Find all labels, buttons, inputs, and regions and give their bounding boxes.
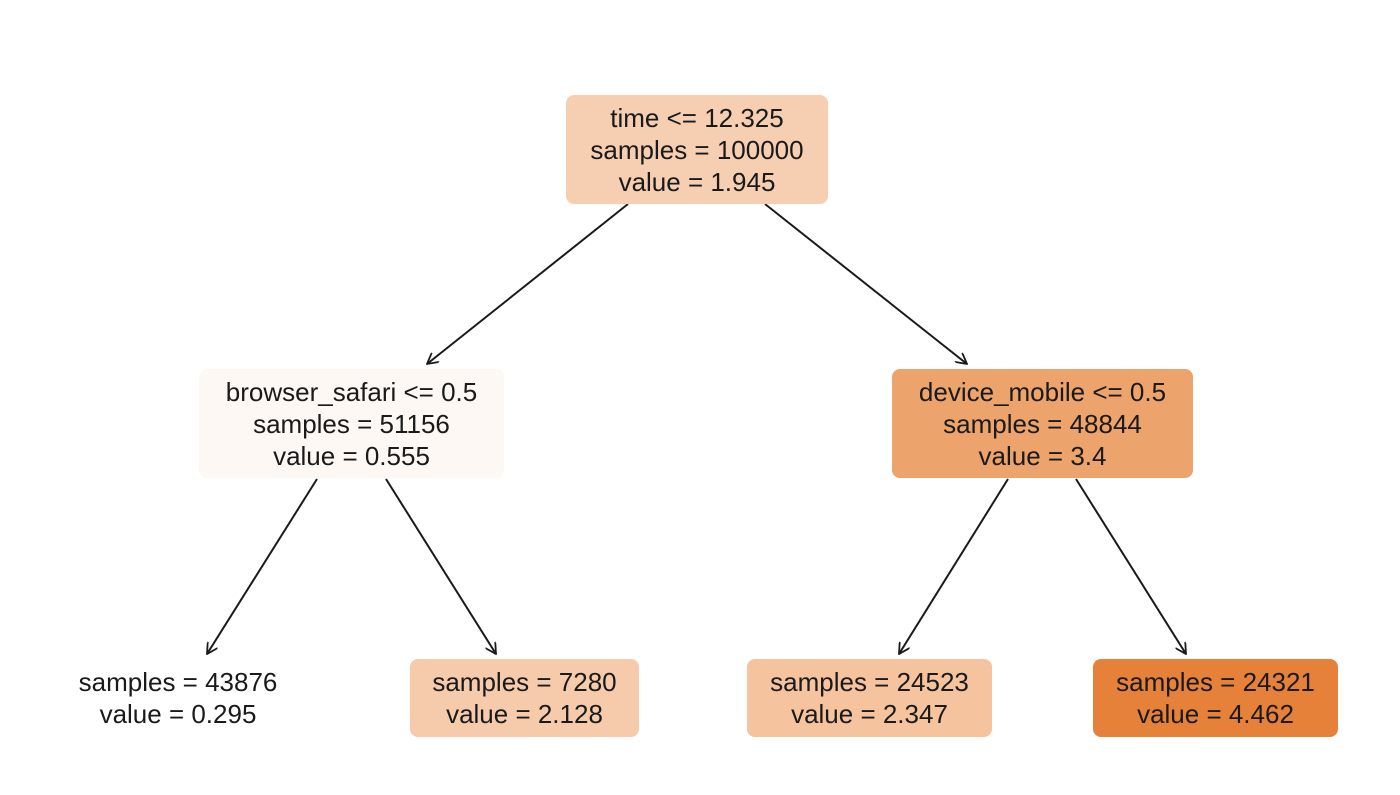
tree-leaf-left-right: samples = 7280 value = 2.128 bbox=[410, 659, 639, 737]
edge-right-rr bbox=[1075, 478, 1186, 654]
node-samples: samples = 24321 bbox=[1116, 667, 1315, 697]
node-samples: samples = 51156 bbox=[253, 408, 450, 439]
node-value: value = 2.128 bbox=[446, 699, 603, 729]
node-split-condition: device_mobile <= 0.5 bbox=[918, 376, 1167, 407]
edge-left-ll bbox=[207, 478, 318, 654]
tree-leaf-left-left: samples = 43876 value = 0.295 bbox=[58, 659, 298, 737]
node-value: value = 2.347 bbox=[791, 699, 948, 729]
node-samples: samples = 24523 bbox=[770, 667, 969, 697]
node-value: value = 4.462 bbox=[1137, 699, 1294, 729]
node-samples: samples = 43876 bbox=[78, 667, 278, 697]
edge-right-rl bbox=[899, 478, 1009, 654]
node-split-condition: time <= 12.325 bbox=[610, 102, 784, 133]
node-split-condition: browser_safari <= 0.5 bbox=[225, 376, 478, 407]
edge-root-left bbox=[427, 203, 629, 364]
node-value: value = 3.4 bbox=[978, 440, 1107, 471]
node-samples: samples = 7280 bbox=[432, 667, 617, 697]
tree-leaf-right-right: samples = 24321 value = 4.462 bbox=[1093, 659, 1338, 737]
tree-leaf-right-left: samples = 24523 value = 2.347 bbox=[747, 659, 992, 737]
node-value: value = 0.295 bbox=[99, 699, 257, 729]
node-value: value = 1.945 bbox=[618, 166, 776, 197]
node-samples: samples = 100000 bbox=[590, 134, 804, 165]
node-samples: samples = 48844 bbox=[943, 408, 1142, 439]
tree-node-right: device_mobile <= 0.5 samples = 48844 val… bbox=[892, 369, 1193, 478]
edge-left-lr bbox=[385, 478, 496, 654]
tree-node-root: time <= 12.325 samples = 100000 value = … bbox=[566, 95, 828, 204]
node-value: value = 0.555 bbox=[273, 440, 430, 471]
edge-root-right bbox=[764, 203, 967, 364]
tree-node-left: browser_safari <= 0.5 samples = 51156 va… bbox=[199, 369, 504, 478]
